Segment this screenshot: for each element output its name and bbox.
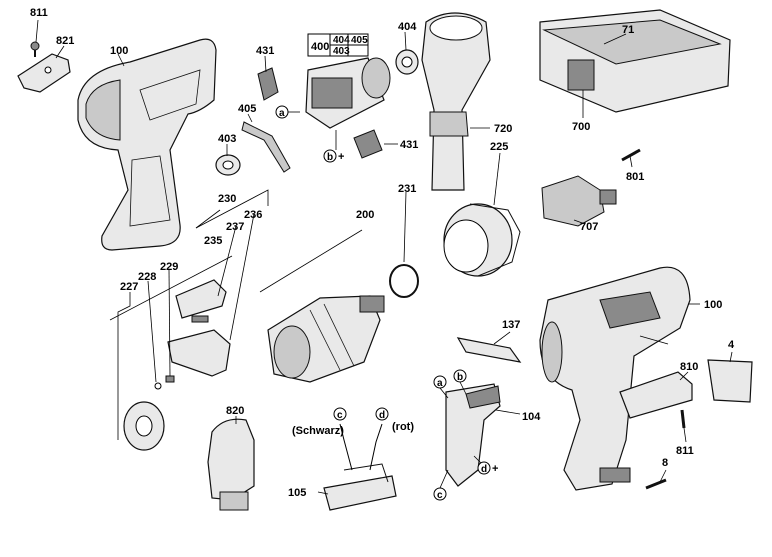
slide-switch-137 — [456, 337, 522, 363]
label-8: 8 — [662, 457, 668, 469]
screw-801 — [621, 148, 641, 162]
label-405-box: 405 — [351, 35, 368, 46]
callout-a-motor: a — [275, 105, 289, 119]
housing-100-right — [539, 266, 691, 491]
label-810: 810 — [680, 361, 698, 373]
label-404-box: 404 — [333, 35, 350, 46]
leader-lines — [35, 19, 733, 495]
screw-8 — [645, 478, 667, 490]
label-100-right: 100 — [704, 299, 722, 311]
label-431-top: 431 — [256, 45, 274, 57]
motor-400 — [305, 57, 391, 129]
label-403-box: 403 — [333, 46, 350, 57]
label-811-right: 811 — [676, 445, 694, 457]
brush-431-top — [257, 67, 279, 101]
callout-d-text-2: d — [481, 464, 487, 475]
callout-c-wiring: c — [333, 407, 347, 421]
callout-a-text-1: a — [279, 108, 285, 119]
label-137: 137 — [502, 319, 520, 331]
label-400: 400 — [311, 41, 329, 53]
label-200: 200 — [356, 209, 374, 221]
spring-237 — [191, 315, 209, 323]
callout-b-switch: b — [453, 369, 467, 383]
switch-104 — [445, 383, 501, 487]
label-720: 720 — [494, 123, 512, 135]
gearbox-200 — [267, 295, 385, 383]
chuck-707 — [541, 175, 617, 227]
callout-a-text-2: a — [437, 378, 443, 389]
label-231: 231 — [398, 183, 416, 195]
callout-c-text-2: c — [437, 490, 443, 501]
label-229: 229 — [160, 261, 178, 273]
callout-d-text-1: d — [379, 410, 385, 421]
callout-b-motor: b + — [323, 149, 344, 163]
label-230: 230 — [218, 193, 236, 205]
bearing-403 — [215, 154, 241, 176]
brush-431-right — [353, 129, 383, 159]
callout-plus-text-1: + — [338, 151, 344, 163]
motor-box-400-405-403 — [307, 33, 369, 57]
side-handle-720 — [421, 12, 491, 191]
wiring-105 — [323, 423, 397, 511]
label-431-right: 431 — [400, 139, 418, 151]
clutch-ring-225 — [443, 203, 521, 277]
label-71: 71 — [622, 24, 634, 36]
label-227: 227 — [120, 281, 138, 293]
carry-case-700 — [539, 9, 731, 113]
clutch-cover-235 — [175, 279, 227, 319]
pin-229 — [165, 375, 175, 383]
label-707: 707 — [580, 221, 598, 233]
label-403: 403 — [218, 133, 236, 145]
callout-c-text-1: c — [337, 410, 343, 421]
label-821: 821 — [56, 35, 74, 47]
callout-d-switch: d + — [477, 461, 498, 475]
callout-b-text-1: b — [327, 152, 333, 163]
label-811-top: 811 — [30, 7, 48, 19]
clutch-shell-236 — [167, 329, 231, 377]
label-225: 225 — [490, 141, 508, 153]
disc-227 — [123, 401, 165, 451]
label-236: 236 — [244, 209, 262, 221]
label-100-top: 100 — [110, 45, 128, 57]
callout-b-text-2: b — [457, 372, 463, 383]
label-105: 105 — [288, 487, 306, 499]
screw-811-right — [680, 409, 686, 429]
ball-228 — [154, 382, 162, 390]
spring-405 — [241, 121, 291, 173]
ring-231 — [389, 264, 419, 298]
label-4: 4 — [728, 339, 735, 351]
callout-c-switch: c — [433, 487, 447, 501]
label-700: 700 — [572, 121, 590, 133]
label-801: 801 — [626, 171, 644, 183]
belt-clip-810 — [619, 371, 693, 419]
label-plate-4 — [707, 359, 753, 403]
label-405: 405 — [238, 103, 256, 115]
housing-half-100-top — [77, 38, 217, 251]
label-228: 228 — [138, 271, 156, 283]
callout-plus-text-2: + — [492, 463, 498, 475]
clip-821 — [17, 53, 71, 93]
callout-d-wiring: d — [375, 407, 389, 421]
bearing-404 — [395, 49, 419, 75]
screw-811-top — [30, 41, 40, 57]
label-235: 235 — [204, 235, 222, 247]
label-237: 237 — [226, 221, 244, 233]
callout-a-switch: a — [433, 375, 447, 389]
label-schwarz: (Schwarz) — [292, 425, 344, 437]
label-104: 104 — [522, 411, 541, 423]
label-404: 404 — [398, 21, 417, 33]
label-rot: (rot) — [392, 421, 414, 433]
battery-820 — [207, 418, 255, 511]
label-820: 820 — [226, 405, 244, 417]
